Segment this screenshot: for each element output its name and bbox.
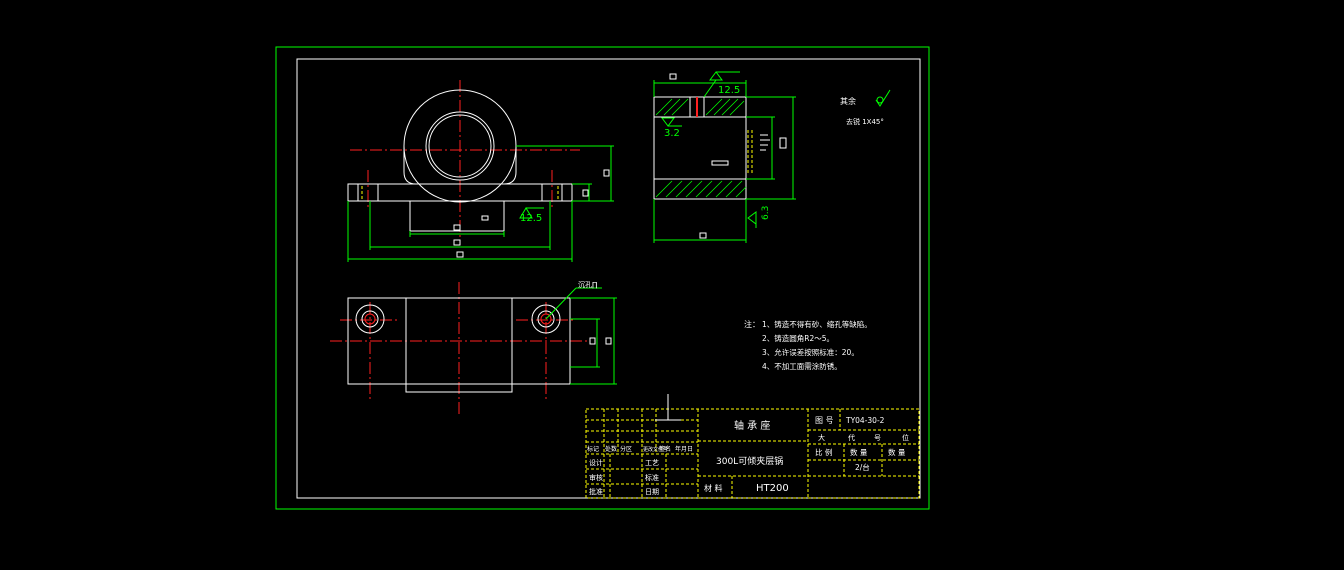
side-face-roughness-label: 6.3 xyxy=(761,206,771,220)
ratio-value: 2/台 xyxy=(855,462,870,472)
sign-label-design: 设计 xyxy=(589,458,603,467)
sign-label-review: 审核 xyxy=(589,473,603,482)
chamfer-note: 去锐 1X45° xyxy=(846,117,884,126)
outer-border xyxy=(275,46,930,510)
stage-cell-1: 大 xyxy=(818,433,825,442)
title-block xyxy=(585,394,920,499)
rev-label-3: 分区 xyxy=(620,445,632,453)
rev-label-2: 处数 xyxy=(605,445,617,453)
side-view xyxy=(653,71,796,243)
rev-label-5: 签名 xyxy=(659,445,671,453)
top-view xyxy=(330,282,617,414)
roughness-symbol xyxy=(875,89,891,107)
sign-label-standard: 标准 xyxy=(645,473,659,482)
material-value: HT200 xyxy=(756,483,789,494)
drawing-no: TY04-30-2 xyxy=(845,416,885,425)
part-name: 轴 承 座 xyxy=(734,419,770,432)
side-top-roughness-label: 12.5 xyxy=(718,85,740,96)
note-3: 3、允许误差按照标准：20。 xyxy=(762,347,859,357)
note-2: 2、铸造圆角R2～5。 xyxy=(762,333,834,343)
note-1: 1、铸造不得有砂、缩孔等缺陷。 xyxy=(762,319,872,329)
stage-cell-2: 代 xyxy=(848,433,855,442)
front-roughness-label: 12.5 xyxy=(520,213,542,224)
sign-label-date: 日期 xyxy=(645,488,659,496)
inner-border xyxy=(296,58,921,499)
scale-label: 比 例 xyxy=(815,447,832,457)
sign-label-approve: 批准 xyxy=(589,487,603,496)
weight-label: 数 量 xyxy=(850,447,868,457)
top-right-label: 其余 xyxy=(840,96,856,106)
note-4: 4、不加工面需涂防锈。 xyxy=(762,361,842,371)
rev-label-1: 标记 xyxy=(587,445,599,453)
project-name: 300L可倾夹层锅 xyxy=(716,455,783,467)
hole-callout: 沉孔∏ xyxy=(578,281,597,289)
stage-cell-4: 位 xyxy=(902,433,909,442)
material-label: 材 料 xyxy=(704,483,723,493)
count-label: 数 量 xyxy=(888,447,906,457)
rev-label-6: 年月日 xyxy=(675,445,693,453)
front-view xyxy=(347,80,614,262)
side-hatch xyxy=(655,98,747,198)
stage-cell-3: 号 xyxy=(874,434,881,442)
sign-label-process: 工艺 xyxy=(645,459,659,467)
rev-label-4: 更改文件号 xyxy=(643,446,668,453)
drawing-no-label: 图 号 xyxy=(815,416,834,425)
notes-title: 注： xyxy=(744,319,760,329)
side-bore-roughness-label: 3.2 xyxy=(664,128,680,139)
